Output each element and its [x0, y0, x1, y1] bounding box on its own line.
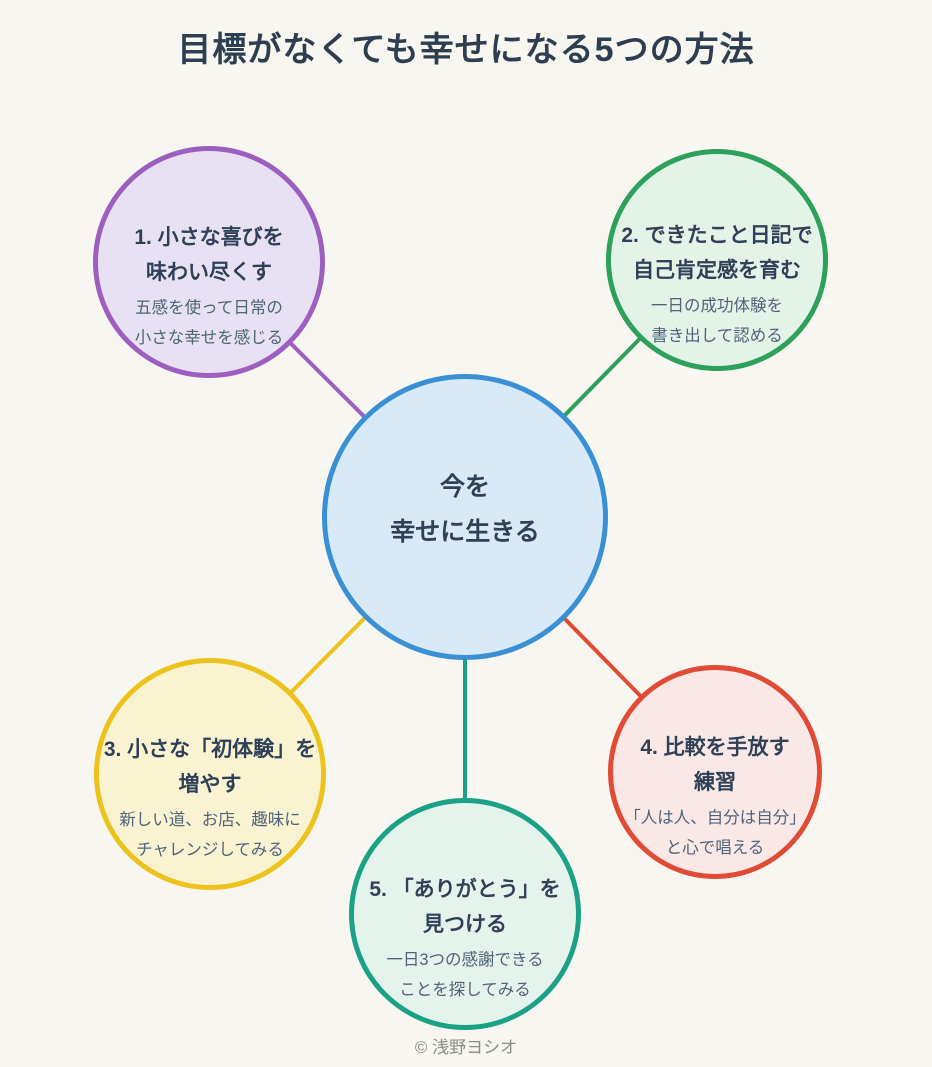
node-tip-4-subtitle: 「人は人、自分は自分」と心で唱える [624, 803, 806, 863]
title-line: 3. 小さな「初体験」を [103, 737, 317, 761]
node-tip-3: 3. 小さな「初体験」を増やす新しい道、お店、趣味にチャレンジしてみる [94, 658, 326, 890]
title-line: 練習 [693, 770, 736, 794]
node-tip-3-title: 3. 小さな「初体験」を増やす [104, 732, 316, 802]
node-center: 今を幸せに生きる [322, 374, 608, 660]
subtitle-line: 五感を使って日常の [135, 298, 283, 317]
subtitle-line: チャレンジしてみる [136, 840, 284, 859]
title-line: 増やす [178, 772, 242, 796]
subtitle-line: 一日の成功体験を [651, 296, 783, 315]
title-line: 1. 小さな喜びを [134, 225, 284, 249]
subtitle-line: 新しい道、お店、趣味に [119, 810, 301, 829]
node-tip-5: 5. 「ありがとう」を見つける一日3つの感謝できることを探してみる [349, 798, 581, 1030]
subtitle-line: 小さな幸せを感じる [134, 328, 284, 347]
subtitle-line: 書き出して認める [651, 326, 783, 345]
copyright: © 浅野ヨシオ [414, 1038, 518, 1057]
subtitle-line: 「人は人、自分は自分」 [624, 808, 806, 827]
title-line: 見つける [422, 912, 507, 936]
node-tip-4: 4. 比較を手放す練習「人は人、自分は自分」と心で唱える [608, 665, 822, 879]
page-title: 目標がなくても幸せになる5つの方法 [177, 31, 755, 69]
node-center-title: 今を幸せに生きる [390, 465, 540, 555]
subtitle-line: 一日3つの感謝できる [386, 950, 544, 969]
title-line: 自己肯定感を育む [632, 258, 801, 282]
title-line: 味わい尽くす [145, 260, 272, 284]
title-line: 4. 比較を手放す [640, 735, 790, 759]
node-tip-5-title: 5. 「ありがとう」を見つける [369, 872, 560, 942]
node-tip-1: 1. 小さな喜びを味わい尽くす五感を使って日常の小さな幸せを感じる [93, 146, 325, 378]
subtitle-line: ことを探してみる [399, 980, 531, 999]
title-line: 5. 「ありがとう」を [369, 877, 561, 901]
subtitle-line: と心で唱える [665, 838, 765, 857]
node-tip-1-title: 1. 小さな喜びを味わい尽くす [134, 220, 283, 290]
title-line: 今を [439, 473, 490, 501]
node-tip-1-subtitle: 五感を使って日常の小さな幸せを感じる [135, 293, 284, 353]
node-tip-3-subtitle: 新しい道、お店、趣味にチャレンジしてみる [119, 805, 301, 865]
title-line: 幸せに生きる [390, 518, 540, 546]
node-tip-5-subtitle: 一日3つの感謝できることを探してみる [386, 945, 543, 1005]
node-tip-2: 2. できたこと日記で自己肯定感を育む一日の成功体験を書き出して認める [606, 149, 828, 371]
node-tip-2-subtitle: 一日の成功体験を書き出して認める [651, 291, 783, 351]
node-tip-4-title: 4. 比較を手放す練習 [640, 730, 789, 800]
title-line: 2. できたこと日記で [621, 223, 813, 247]
node-tip-2-title: 2. できたこと日記で自己肯定感を育む [621, 218, 812, 288]
